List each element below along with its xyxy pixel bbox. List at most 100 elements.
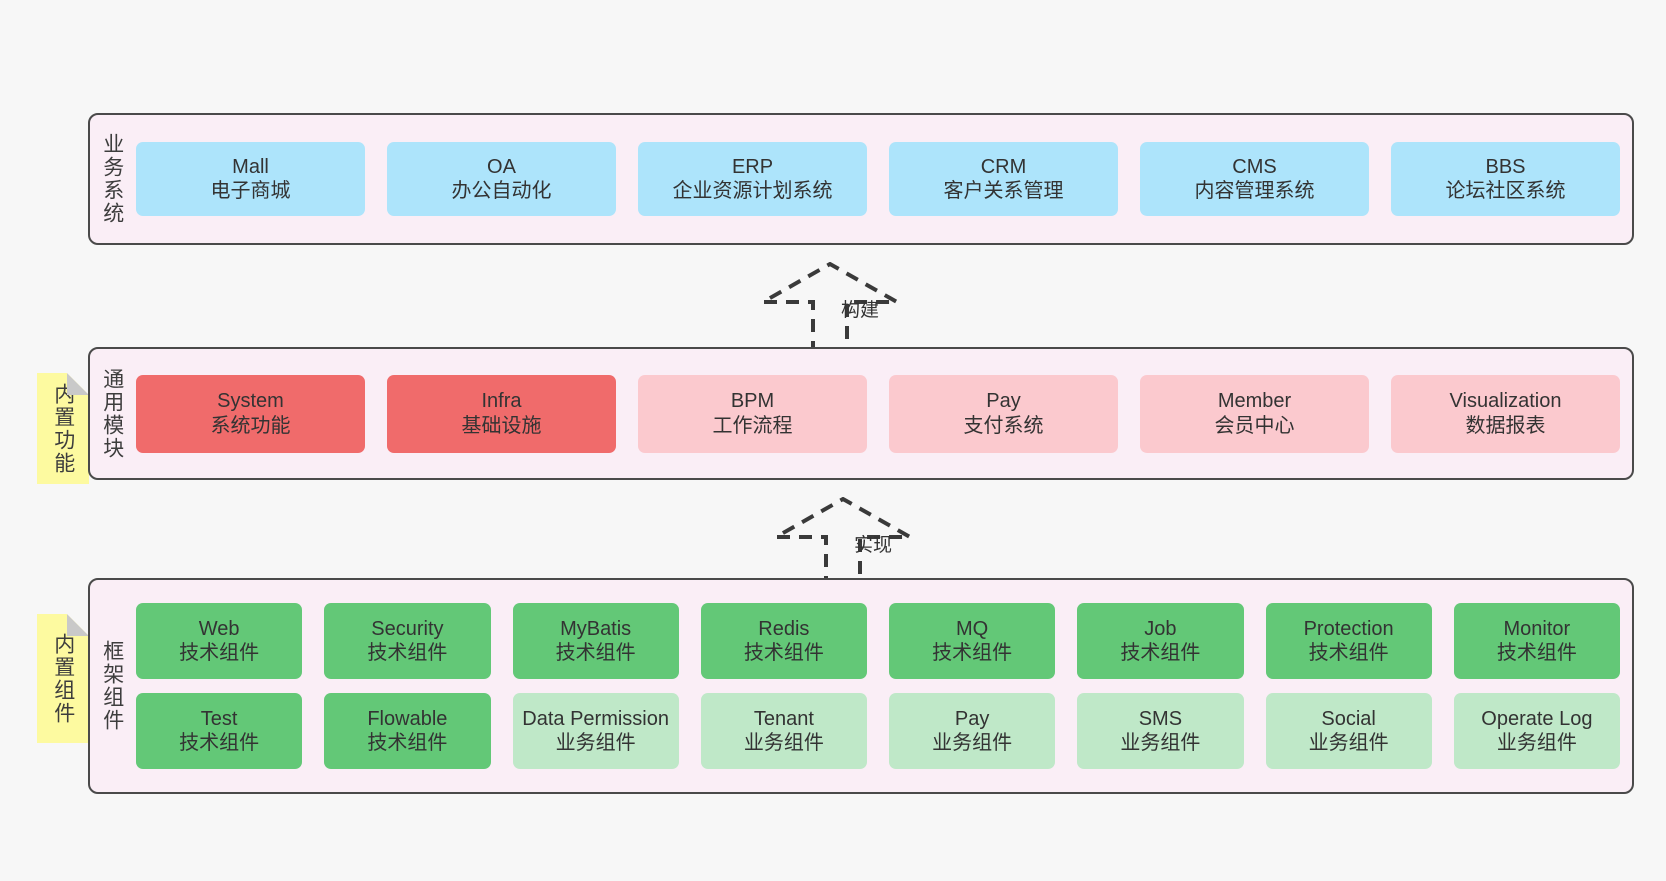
note-fold-corner-icon (67, 373, 89, 395)
box-subtitle: 办公自动化 (451, 180, 552, 202)
box-title: Operate Log (1481, 707, 1593, 730)
box-title: MQ (956, 617, 989, 640)
arrow-label-implement: 实现 (854, 535, 893, 556)
box-title: Pay (954, 707, 990, 730)
box-title: Redis (758, 617, 810, 640)
box-system[interactable]: System 系统功能 (136, 374, 365, 453)
box-subtitle: 技术组件 (367, 732, 448, 754)
box-subtitle: 业务组件 (555, 732, 636, 754)
box-title: Test (200, 707, 238, 730)
box-subtitle: 数据报表 (1465, 414, 1546, 437)
dashed-generalization-arrow-icon (768, 497, 918, 589)
box-data-permission[interactable]: Data Permission 业务组件 (512, 693, 679, 769)
box-subtitle: 会员中心 (1214, 414, 1295, 437)
box-title: Protection (1303, 617, 1394, 640)
box-subtitle: 业务组件 (1496, 732, 1577, 754)
box-title: Monitor (1503, 617, 1571, 640)
box-title: Flowable (367, 707, 448, 730)
box-title: CRM (980, 155, 1027, 178)
box-subtitle: 电子商城 (210, 180, 291, 202)
box-visualization[interactable]: Visualization 数据报表 (1391, 374, 1620, 453)
box-subtitle: 业务组件 (932, 732, 1013, 754)
box-oa[interactable]: OA 办公自动化 (387, 142, 616, 216)
box-subtitle: 业务组件 (1308, 732, 1389, 754)
box-title: SMS (1138, 707, 1183, 730)
layer-row: Web 技术组件 Security 技术组件 MyBatis 技术组件 Redi… (136, 603, 1620, 679)
box-subtitle: 内容管理系统 (1194, 180, 1315, 202)
box-title: ERP (731, 155, 774, 178)
box-title: CMS (1232, 155, 1277, 178)
box-monitor[interactable]: Monitor 技术组件 (1453, 603, 1620, 679)
box-subtitle: 工作流程 (712, 414, 793, 437)
arrow-implement: 实现 (768, 497, 918, 589)
note-label: 内置功能 (51, 382, 75, 475)
box-subtitle: 技术组件 (743, 642, 824, 664)
box-mybatis[interactable]: MyBatis 技术组件 (512, 603, 679, 679)
box-title: Job (1144, 617, 1177, 640)
box-job[interactable]: Job 技术组件 (1077, 603, 1244, 679)
box-title: Social (1321, 707, 1376, 730)
note-builtin-components: 内置组件 (37, 614, 89, 743)
box-title: OA (487, 155, 516, 178)
layer-row: Test 技术组件 Flowable 技术组件 Data Permission … (136, 693, 1620, 769)
box-title: BBS (1485, 155, 1526, 178)
box-pay-component[interactable]: Pay 业务组件 (889, 693, 1056, 769)
layer-body-business: Mall 电子商城 OA 办公自动化 ERP 企业资源计划系统 CRM 客户关系… (134, 115, 1632, 243)
box-title: Infra (481, 390, 522, 413)
box-mq[interactable]: MQ 技术组件 (889, 603, 1056, 679)
box-redis[interactable]: Redis 技术组件 (700, 603, 867, 679)
layer-title-business: 业务系统 (100, 133, 124, 225)
box-title: Web (198, 617, 240, 640)
box-subtitle: 技术组件 (932, 642, 1013, 664)
box-bbs[interactable]: BBS 论坛社区系统 (1391, 142, 1620, 216)
box-bpm[interactable]: BPM 工作流程 (638, 374, 867, 453)
box-pay[interactable]: Pay 支付系统 (889, 374, 1118, 453)
note-label: 内置组件 (51, 632, 75, 725)
box-flowable[interactable]: Flowable 技术组件 (324, 693, 491, 769)
box-subtitle: 技术组件 (1120, 642, 1201, 664)
box-subtitle: 业务组件 (743, 732, 824, 754)
layer-body-common: System 系统功能 Infra 基础设施 BPM 工作流程 Pay 支付系统… (134, 349, 1632, 478)
box-title: Mall (232, 155, 269, 178)
box-test[interactable]: Test 技术组件 (136, 693, 303, 769)
note-builtin-functions: 内置功能 (37, 373, 89, 484)
box-operate-log[interactable]: Operate Log 业务组件 (1453, 693, 1620, 769)
box-subtitle: 业务组件 (1120, 732, 1201, 754)
dashed-generalization-arrow-icon (755, 262, 905, 354)
box-subtitle: 技术组件 (1496, 642, 1577, 664)
box-title: Tenant (753, 707, 814, 730)
box-title: System (217, 390, 284, 413)
box-subtitle: 技术组件 (367, 642, 448, 664)
box-subtitle: 客户关系管理 (943, 180, 1064, 202)
layer-row: Mall 电子商城 OA 办公自动化 ERP 企业资源计划系统 CRM 客户关系… (136, 142, 1620, 216)
box-subtitle: 企业资源计划系统 (672, 180, 833, 202)
box-subtitle: 系统功能 (210, 414, 291, 437)
layer-framework-components: 框架组件 Web 技术组件 Security 技术组件 MyBatis 技术组件… (88, 578, 1634, 794)
box-subtitle: 技术组件 (555, 642, 636, 664)
box-social[interactable]: Social 业务组件 (1265, 693, 1432, 769)
layer-business-systems: 业务系统 Mall 电子商城 OA 办公自动化 ERP 企业资源计划系统 CRM… (88, 113, 1634, 245)
box-title: Visualization (1449, 390, 1562, 413)
box-infra[interactable]: Infra 基础设施 (387, 374, 616, 453)
box-sms[interactable]: SMS 业务组件 (1077, 693, 1244, 769)
box-protection[interactable]: Protection 技术组件 (1265, 603, 1432, 679)
box-member[interactable]: Member 会员中心 (1140, 374, 1369, 453)
box-subtitle: 支付系统 (963, 414, 1044, 437)
box-subtitle: 技术组件 (1308, 642, 1389, 664)
box-security[interactable]: Security 技术组件 (324, 603, 491, 679)
box-tenant[interactable]: Tenant 业务组件 (700, 693, 867, 769)
arrow-build: 构建 (755, 262, 905, 354)
box-title: Security (371, 617, 444, 640)
box-crm[interactable]: CRM 客户关系管理 (889, 142, 1118, 216)
box-title: Member (1217, 390, 1292, 413)
layer-row: System 系统功能 Infra 基础设施 BPM 工作流程 Pay 支付系统… (136, 374, 1620, 453)
box-web[interactable]: Web 技术组件 (136, 603, 303, 679)
box-subtitle: 技术组件 (179, 732, 260, 754)
box-title: BPM (730, 390, 775, 413)
box-mall[interactable]: Mall 电子商城 (136, 142, 365, 216)
box-cms[interactable]: CMS 内容管理系统 (1140, 142, 1369, 216)
note-fold-corner-icon (67, 614, 89, 636)
box-erp[interactable]: ERP 企业资源计划系统 (638, 142, 867, 216)
box-title: Pay (986, 390, 1021, 413)
box-title: MyBatis (560, 617, 632, 640)
